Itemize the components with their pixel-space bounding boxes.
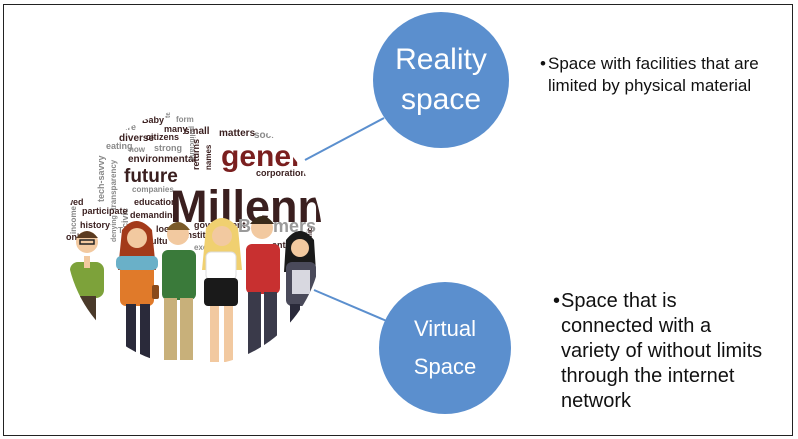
person-blonde-icon (202, 218, 242, 362)
reality-bubble-line2: space (400, 83, 482, 116)
word-sec: Sec (67, 151, 84, 180)
word-ture: ture (119, 122, 136, 132)
word-future: future (124, 166, 178, 187)
word-ons: on's (66, 232, 84, 242)
virtual-bubble-line1: Virtual (414, 316, 476, 341)
word-civic: civic (120, 208, 130, 228)
word-strong: strong (154, 143, 182, 153)
word-form: form (176, 115, 194, 124)
word-income: income (69, 205, 78, 234)
word-wed: wed (66, 197, 84, 207)
virtual-description-list: Space that is connected with a variety o… (553, 289, 763, 414)
virtual-description: Space that is connected with a variety o… (553, 289, 763, 414)
word-now: now (129, 145, 146, 154)
word-diverse: diverse (119, 133, 154, 144)
word-baby: Baby (142, 115, 164, 125)
word-history: history (80, 220, 110, 230)
word-eating: eating (106, 141, 133, 151)
word-denying: denying (111, 215, 118, 242)
word-tech: tech (165, 110, 172, 118)
word-citizens: citizens (146, 132, 179, 142)
word-ent: ent (272, 240, 286, 250)
word-education: education (134, 197, 177, 207)
word-small: small (184, 126, 210, 137)
word-environmental: environmental (128, 154, 197, 165)
millennials-illustration: ture Baby tech form many small diverse c… (66, 110, 322, 366)
virtual-bubble-line2: Space (413, 354, 477, 379)
word-demanding: demanding (130, 210, 178, 220)
connector-virtual (313, 289, 390, 323)
word-names: names (204, 144, 213, 170)
word-tech-savvy: tech-savvy (96, 155, 106, 202)
word-matters: matters (219, 128, 256, 139)
reality-bubble-line1: Reality (395, 43, 487, 76)
word-social: social (254, 130, 283, 141)
person-red-hair-icon (116, 221, 159, 362)
word-cultu: cultu (146, 236, 168, 246)
person-green-shirt-icon (162, 222, 196, 360)
word-returns: returns (191, 139, 201, 170)
word-millennials: Millenn (170, 181, 322, 232)
word-exert: exert (194, 243, 213, 252)
virtual-space-bubble: Virtual Space (379, 282, 511, 414)
word-companies: companies (132, 185, 174, 194)
person-dark-hair-icon (284, 231, 316, 362)
word-transparency: transparency (109, 159, 118, 210)
reality-description-list: Space with facilities that are limited b… (540, 53, 770, 97)
word-many: many (164, 124, 188, 134)
reality-description: Space with facilities that are limited b… (540, 53, 770, 97)
word-corporations: corporations (256, 168, 311, 178)
word-participate: participate (82, 206, 128, 216)
reality-space-bubble: Reality space (373, 12, 509, 148)
person-red-shirt-icon (246, 216, 280, 358)
word-politicians: politicians (188, 126, 195, 161)
connector-reality (304, 117, 385, 161)
